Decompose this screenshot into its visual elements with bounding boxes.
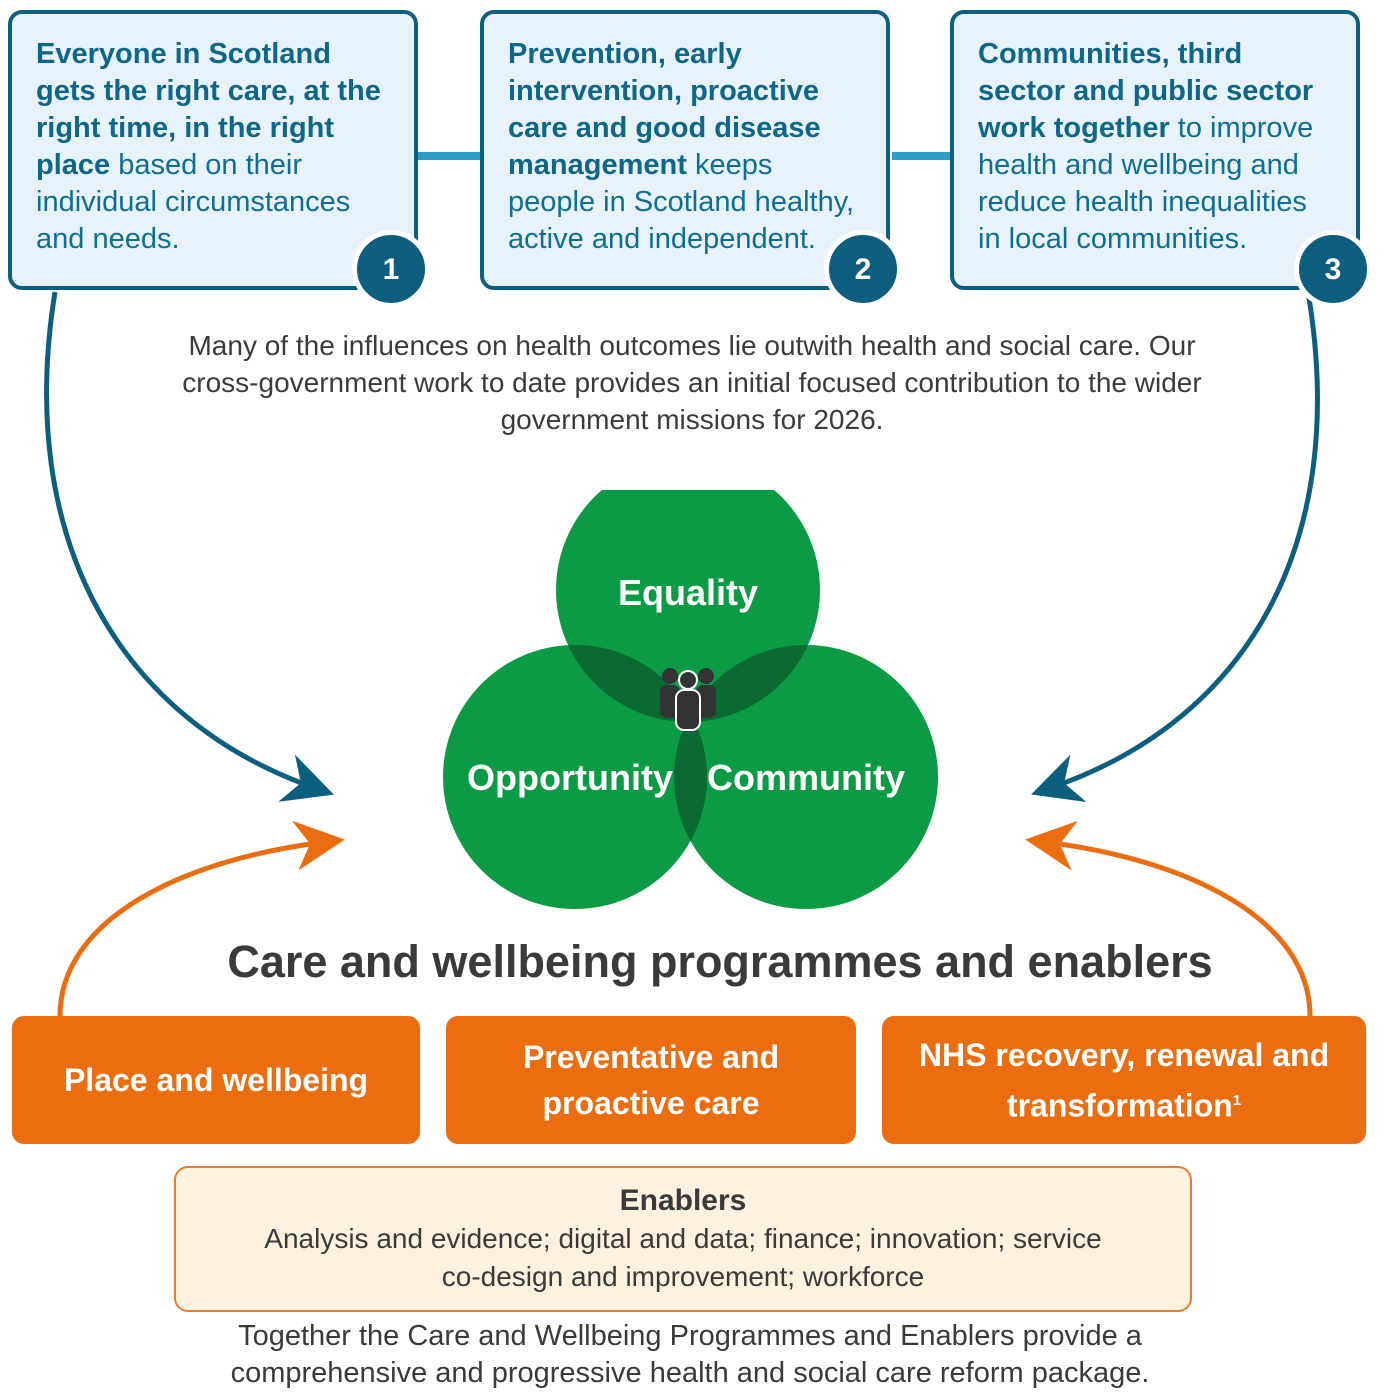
footnote-marker: 1: [1232, 1091, 1242, 1109]
orange-arrow-left: [57, 820, 345, 1017]
outcome-box-2: Prevention, early intervention, proactiv…: [480, 10, 902, 308]
outcome-1-number-badge: 1: [352, 230, 430, 308]
programme-label: NHS recovery, renewal and transformation: [918, 1036, 1330, 1124]
programme-place-and-wellbeing: Place and wellbeing: [12, 1016, 420, 1144]
programme-nhs-recovery: NHS recovery, renewal and transformation…: [882, 1016, 1366, 1144]
outcome-1-text: based on their individual circumstances …: [36, 149, 351, 255]
outcome-box-1: Everyone in Scotland gets the right care…: [8, 10, 430, 308]
connector-2-3: [892, 152, 954, 160]
venn-diagram: [443, 490, 938, 909]
outcome-2-number-badge: 2: [824, 230, 902, 308]
enablers-box: Enablers Analysis and evidence; digital …: [174, 1166, 1192, 1312]
programme-label: Preventative and proactive care: [522, 1039, 780, 1121]
blue-arrow-left: [44, 291, 334, 802]
outcome-2-bold: Prevention, early intervention, proactiv…: [508, 38, 821, 181]
circle-label-opportunity: Opportunity: [467, 757, 673, 798]
programmes-heading: Care and wellbeing programmes and enable…: [227, 936, 1213, 987]
enablers-title: Enablers: [619, 1184, 747, 1217]
outcome-3-bold: Communities, third sector and public sec…: [978, 38, 1314, 144]
blue-arrow-right: [1031, 291, 1320, 802]
venn-overlap-equality-community: [674, 645, 820, 722]
outcome-box-3: Communities, third sector and public sec…: [950, 10, 1372, 308]
enablers-body: Analysis and evidence; digital and data;…: [264, 1223, 1102, 1292]
circle-label-community: Community: [707, 757, 905, 798]
footer-text: Together the Care and Wellbeing Programm…: [230, 1320, 1150, 1389]
outcome-3-text: to improve health and wellbeing and redu…: [978, 112, 1314, 255]
circle-label-equality: Equality: [617, 572, 759, 613]
programme-preventative-proactive-care: Preventative and proactive care: [446, 1016, 856, 1144]
outcome-3-number-badge: 3: [1294, 230, 1372, 308]
intro-text: Many of the influences on health outcome…: [182, 330, 1202, 435]
programme-label: Place and wellbeing: [63, 1062, 369, 1098]
outcome-2-text: keeps people in Scotland healthy, active…: [508, 149, 855, 255]
orange-arrow-right: [1025, 820, 1313, 1017]
connector-1-2: [418, 152, 484, 160]
outcome-1-bold: Everyone in Scotland gets the right care…: [36, 38, 381, 181]
people-group-icon: [660, 668, 716, 731]
venn-overlap-equality-opportunity: [556, 645, 707, 722]
